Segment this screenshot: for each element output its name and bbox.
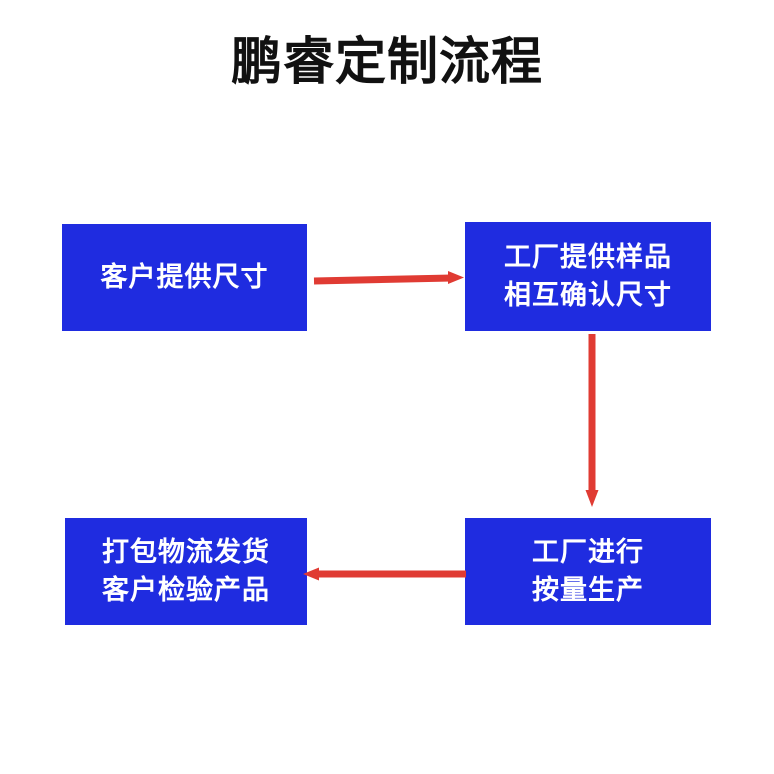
arrow-right-icon	[313, 271, 464, 285]
arrow-down-icon	[585, 334, 599, 507]
flow-node-customer-provides-size[interactable]: 客户提供尺寸	[62, 224, 307, 331]
flow-node-factory-production[interactable]: 工厂进行 按量生产	[465, 518, 711, 625]
flow-node-label-line-1: 客户提供尺寸	[100, 261, 269, 293]
flow-node-label-line-2: 客户检验产品	[102, 574, 270, 606]
page-title: 鹏睿定制流程	[230, 33, 543, 92]
arrow-left-icon	[303, 567, 466, 581]
flow-node-label-line-1: 工厂进行	[532, 537, 644, 569]
flow-node-label-line-1: 打包物流发货	[102, 537, 270, 569]
flow-node-label-line-2: 相互确认尺寸	[504, 279, 672, 311]
flow-node-label-line-1: 工厂提供样品	[504, 242, 672, 274]
flow-node-factory-provides-sample[interactable]: 工厂提供样品 相互确认尺寸	[465, 222, 711, 331]
flow-node-packing-shipping-inspection[interactable]: 打包物流发货 客户检验产品	[65, 518, 307, 625]
flow-node-label-line-2: 按量生产	[532, 574, 644, 606]
